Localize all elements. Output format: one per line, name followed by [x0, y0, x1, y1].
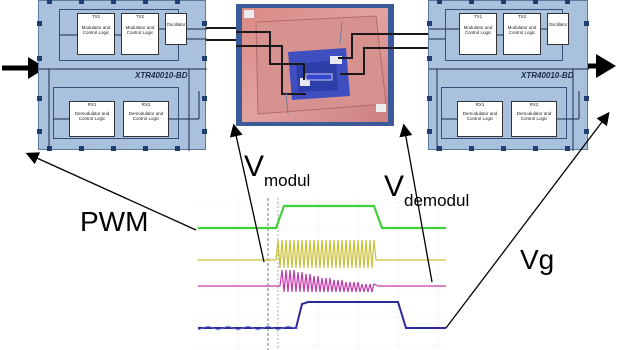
left-chip-wiring [39, 28, 207, 151]
chip-pin [533, 146, 538, 151]
oscillator-block: Oscillator [165, 13, 187, 45]
chip-pin [202, 56, 207, 61]
chip-pin [584, 129, 589, 134]
chip-pin [111, 0, 116, 4]
v-modul-sub: modul [264, 171, 311, 190]
pwm-label: PWM [80, 206, 149, 237]
right-chip: TX1 Modulator and Control Logic TX2 Modu… [427, 0, 589, 151]
rx2-block: RX2 Demodulator and Control Logic [123, 101, 169, 137]
tx2-block: TX2 Modulator and Control Logic [503, 13, 541, 55]
tx1-block: TX1 Modulator and Control Logic [459, 13, 497, 55]
rx-section [441, 87, 567, 139]
right-chip-name: XTR40010-BD [521, 71, 574, 80]
input-arrow [2, 57, 46, 79]
tx2-label: TX2 [517, 14, 527, 19]
left-chip: TX1 Modulator and Control Logic TX2 Modu… [37, 0, 207, 151]
tx1-label: TX1 [91, 14, 101, 19]
chip-pin [202, 129, 207, 134]
tx2-label: TX2 [135, 14, 145, 19]
chip-pin [202, 96, 207, 101]
v-demodul-label: Vdemodul [384, 170, 469, 210]
chip-pin [143, 0, 148, 4]
rx1-label: RX1 [475, 102, 485, 107]
v-modul-label: Vmodul [244, 150, 310, 190]
v-demodul-sub: demodul [404, 191, 470, 210]
chip-pin [565, 146, 570, 151]
vg-noise [198, 325, 299, 331]
rx1-block: RX1 Demodulator and Control Logic [69, 101, 115, 137]
chip-pin [37, 96, 42, 101]
chip-pin [584, 96, 589, 101]
rx2-text: Demodulator and Control Logic [128, 111, 164, 121]
chip-pin [175, 146, 180, 151]
chip-pin [37, 21, 42, 26]
chip-pin [437, 146, 442, 151]
rx-section [53, 87, 179, 139]
chip-pin [202, 21, 207, 26]
chip-pin [501, 0, 506, 4]
tx1-label: TX1 [473, 14, 483, 19]
chip-pin [469, 146, 474, 151]
chip-pin [427, 96, 432, 101]
pwm-trace [198, 204, 446, 230]
oscillator-label: Oscillator [166, 22, 186, 27]
rx2-block: RX2 Demodulator and Control Logic [511, 101, 557, 137]
chip-pin [111, 146, 116, 151]
tx1-block: TX1 Modulator and Control Logic [77, 13, 115, 55]
chip-pin [37, 129, 42, 134]
chip-pin [143, 146, 148, 151]
device-micrograph [236, 4, 394, 126]
chip-pin [437, 0, 442, 4]
chip-pin [79, 146, 84, 151]
tx2-text: Modulator and Control Logic [507, 25, 537, 35]
tx1-text: Modulator and Control Logic [463, 25, 493, 35]
chip-pin [469, 0, 474, 4]
rx1-text: Demodulator and Control Logic [462, 111, 498, 121]
vdemodul-trace [198, 269, 446, 293]
v-demodul-main: V [384, 170, 405, 203]
v-modul-main: V [244, 150, 265, 183]
vg-label: Vg [520, 244, 555, 275]
rx2-text: Demodulator and Control Logic [516, 111, 552, 121]
oscilloscope-trace [198, 198, 446, 350]
chip-pin [533, 0, 538, 4]
chip-pin [47, 0, 52, 4]
chip-pin [427, 21, 432, 26]
chip-pin [175, 0, 180, 4]
rx2-label: RX2 [529, 102, 539, 107]
tx2-block: TX2 Modulator and Control Logic [121, 13, 159, 55]
rx1-label: RX1 [87, 102, 97, 107]
chip-pin [427, 56, 432, 61]
oscillator-label: Oscillator [548, 22, 568, 27]
chip-pin [501, 146, 506, 151]
rx2-label: RX2 [141, 102, 151, 107]
oscillator-block: Oscillator [547, 13, 569, 45]
tx2-text: Modulator and Control Logic [125, 25, 155, 35]
chip-pin [427, 129, 432, 134]
chip-pin [79, 0, 84, 4]
chip-pin [584, 21, 589, 26]
vmodul-trace [198, 239, 446, 269]
chip-pin [565, 0, 570, 4]
tx1-text: Modulator and Control Logic [81, 25, 111, 35]
left-chip-name: XTR40010-BD [135, 71, 188, 80]
chip-pin [37, 56, 42, 61]
rx1-block: RX1 Demodulator and Control Logic [457, 101, 503, 137]
rx1-text: Demodulator and Control Logic [74, 111, 110, 121]
right-chip-wiring [429, 28, 589, 151]
